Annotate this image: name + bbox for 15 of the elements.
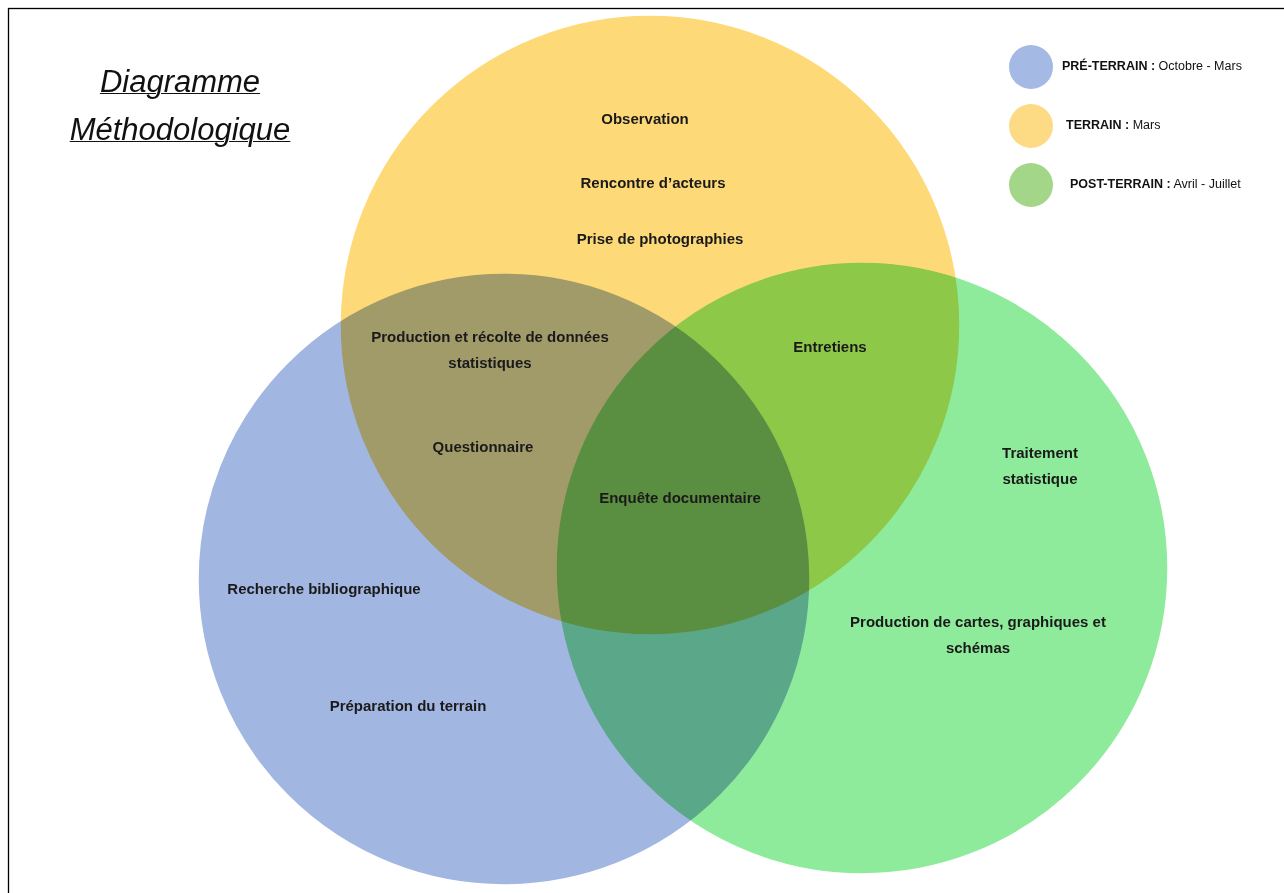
region-label: Questionnaire: [431, 437, 535, 457]
region-label: Prise de photographies: [575, 229, 745, 249]
legend-label: TERRAIN : Mars: [1066, 118, 1161, 132]
region-label: Traitement statistique: [1001, 443, 1079, 489]
region-label: Production de cartes, graphiques et schémas: [849, 612, 1107, 658]
title: Diagramme Méthodologique: [68, 63, 292, 149]
region-label: Recherche bibliographique: [226, 579, 422, 599]
legend-label: POST-TERRAIN : Avril - Juillet: [1070, 177, 1241, 191]
region-label: Préparation du terrain: [328, 696, 488, 716]
region-label: Enquête documentaire: [598, 488, 762, 508]
region-label: Rencontre d’acteurs: [579, 173, 727, 193]
region-label: Observation: [600, 109, 690, 129]
legend-label: PRÉ-TERRAIN : Octobre - Mars: [1062, 59, 1242, 73]
region-label: Production et récolte de données statistiques: [370, 327, 610, 373]
region-label: Entretiens: [792, 337, 868, 357]
